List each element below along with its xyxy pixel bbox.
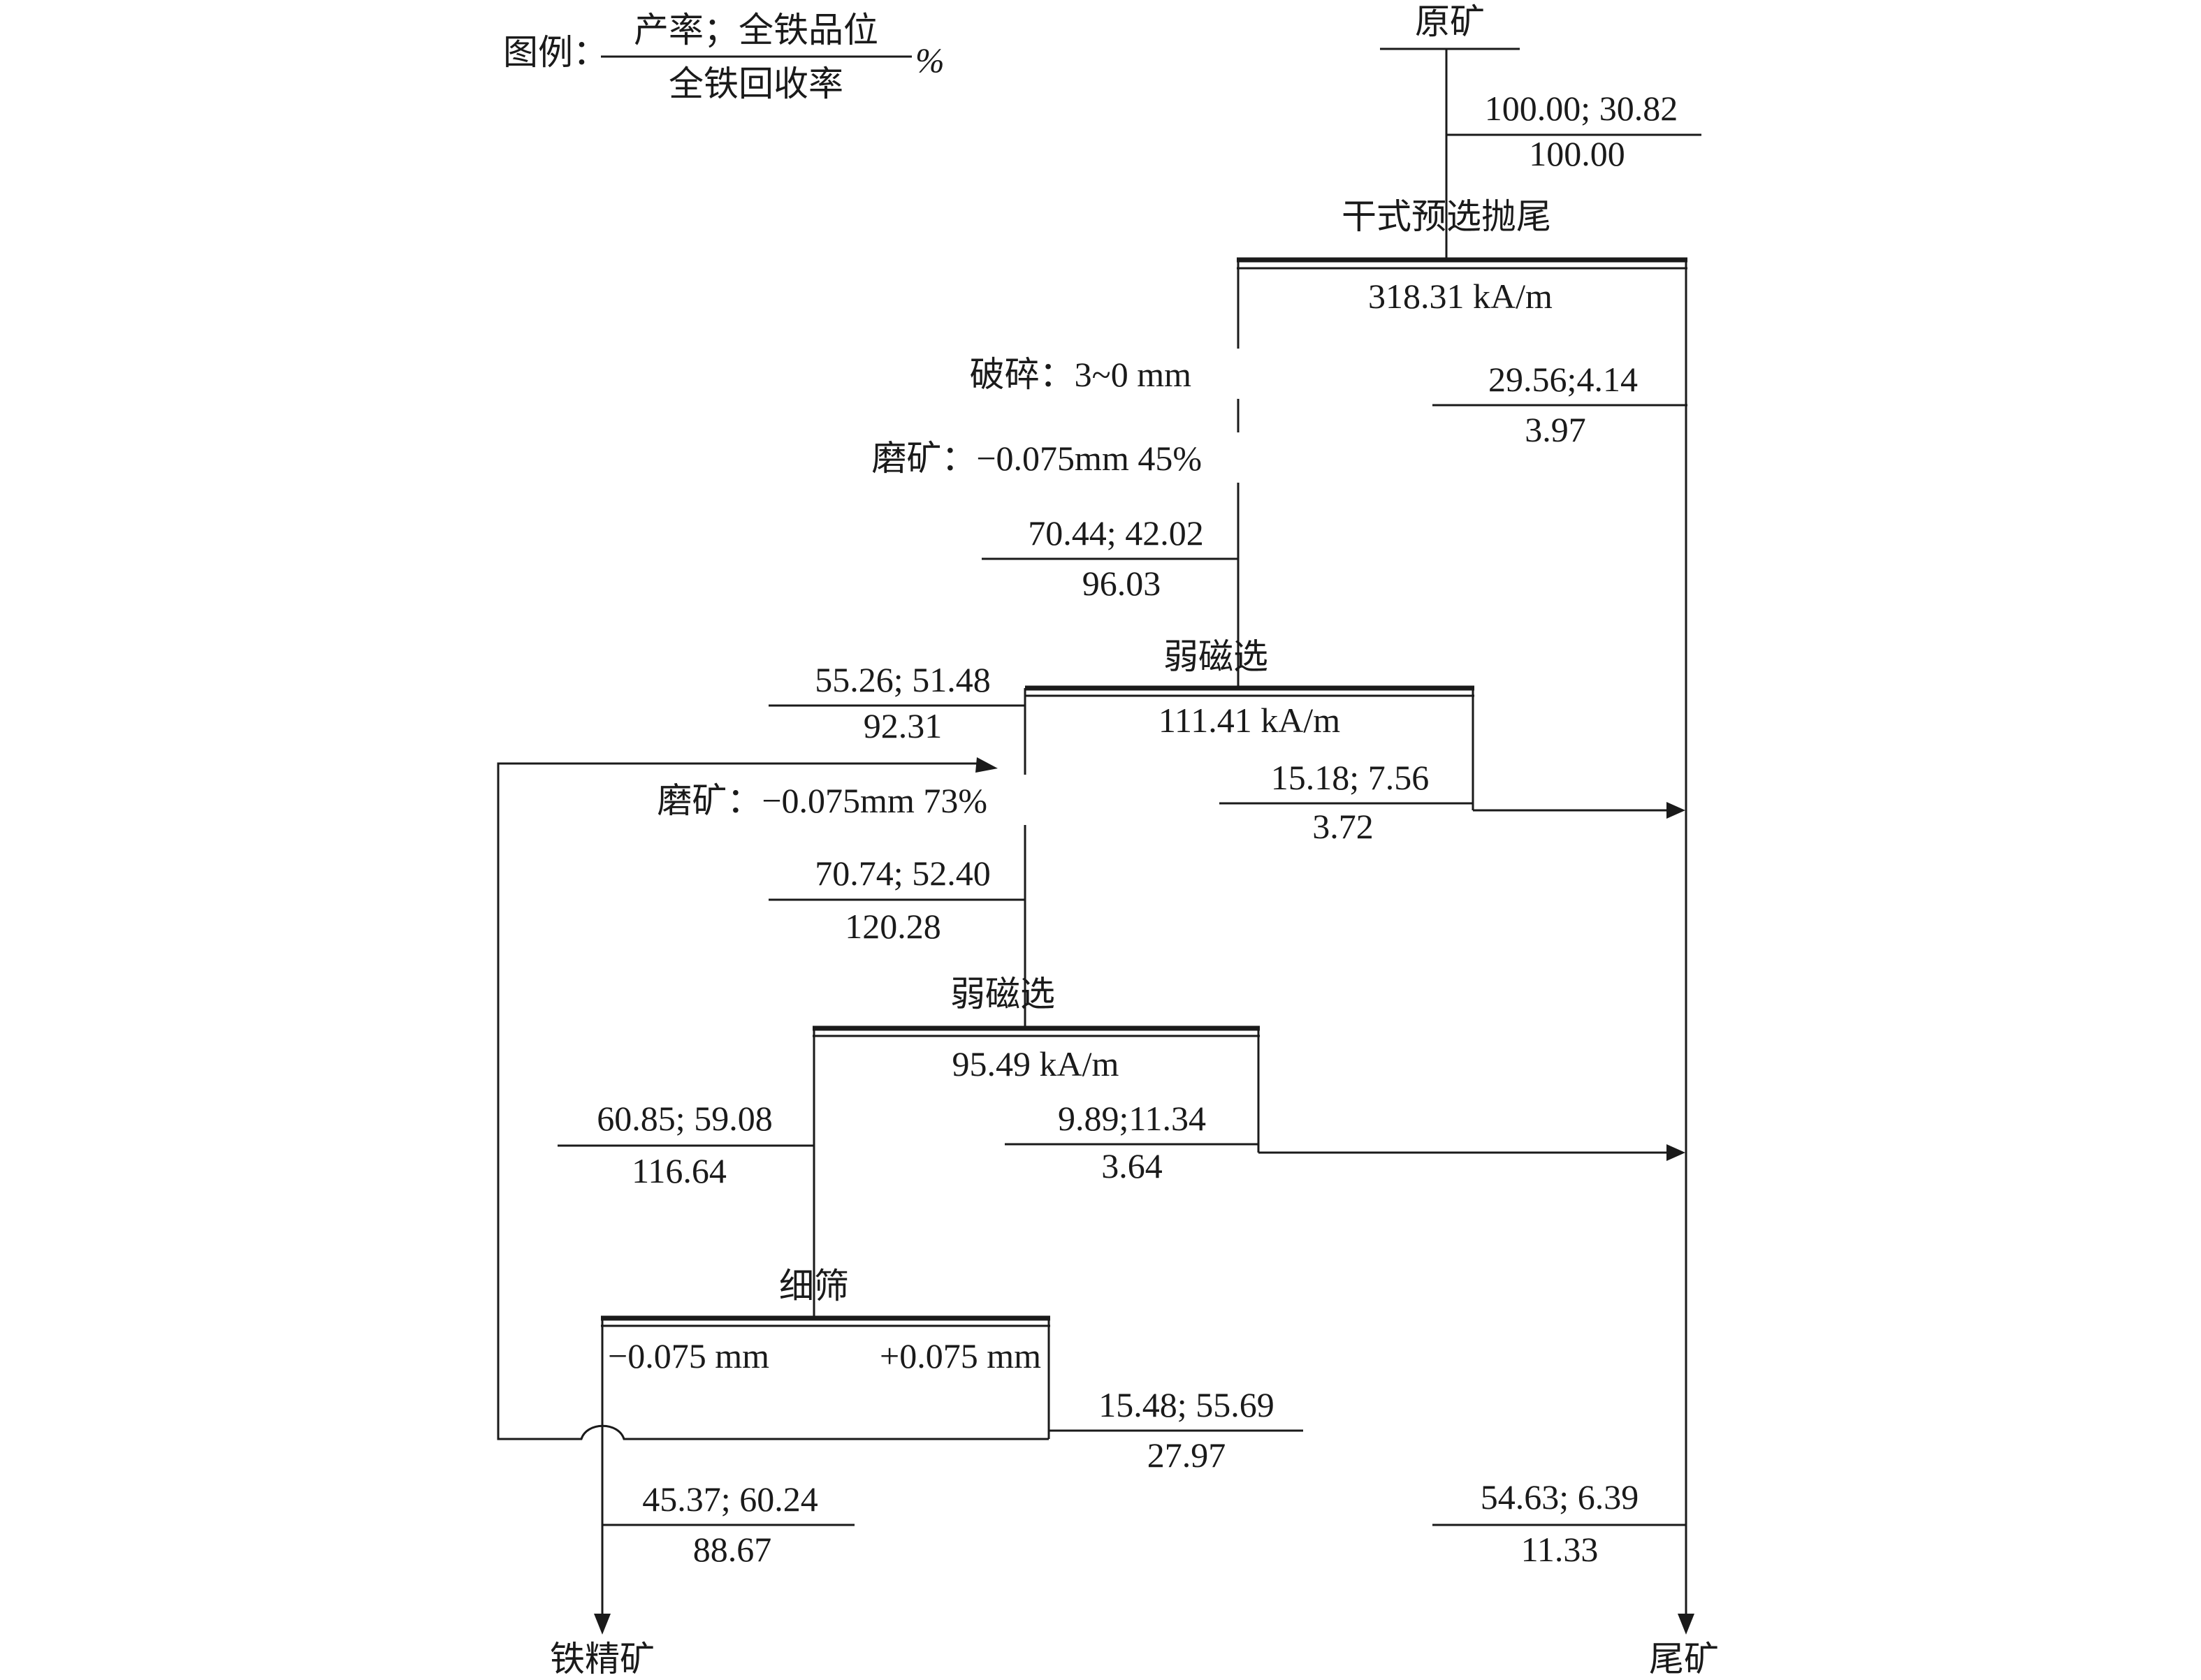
concentrate-output: 45.37; 60.24 88.67 铁精矿: [550, 1439, 855, 1679]
lims2-conc-bottom: 116.64: [632, 1151, 727, 1190]
screen-over-top: 15.48; 55.69: [1098, 1385, 1274, 1424]
recycle-arrowhead: [975, 757, 998, 773]
tailings-output: 54.63; 6.39 11.33 尾矿: [1432, 260, 1719, 1679]
concentrate-label: 铁精矿: [550, 1639, 655, 1679]
raw-ore-data-top: 100.00; 30.82: [1485, 89, 1678, 128]
tailings-data-top: 54.63; 6.39: [1481, 1477, 1639, 1517]
dry-separation-tail-bottom: 3.97: [1525, 410, 1586, 449]
grinding2-data-top: 70.74; 52.40: [815, 854, 990, 893]
tailings-arrowhead: [1678, 1614, 1694, 1635]
recycle-line: [497, 762, 1049, 1440]
lims1-label: 弱磁选: [1163, 637, 1268, 676]
grinding2-node: [1000, 775, 1050, 825]
legend-numerator: 产率；全铁品位: [634, 10, 878, 50]
lims1-tail-top: 15.18; 7.56: [1271, 758, 1429, 797]
lims2-label: 弱磁选: [950, 974, 1055, 1014]
raw-ore-label: 原矿: [1415, 2, 1485, 41]
raw-ore-data-bottom: 100.00: [1529, 134, 1625, 173]
dry-separation-tail-top: 29.56;4.14: [1488, 360, 1638, 399]
lims2-stage: 弱磁选 95.49 kA/m 9.89;11.34 3.64 60.85; 59…: [558, 974, 1685, 1318]
concentrate-data-top: 45.37; 60.24: [642, 1480, 818, 1519]
concentrate-arrowhead: [594, 1614, 611, 1635]
concentrate-data-bottom: 88.67: [693, 1530, 772, 1569]
dry-separation-stage: 干式预选抛尾 318.31 kA/m 29.56;4.14 3.97: [1237, 197, 1687, 449]
grinding1-data-top: 70.44; 42.02: [1028, 513, 1203, 553]
lims2-tail-top: 9.89;11.34: [1058, 1099, 1206, 1138]
lims2-tail-bottom: 3.64: [1101, 1146, 1163, 1185]
legend: 图例： 产率；全铁品位 全铁回收率 %: [503, 10, 945, 103]
lims1-conc-bottom: 92.31: [864, 706, 943, 745]
screen-over-label: +0.075 mm: [880, 1336, 1041, 1375]
lims2-tail-arrowhead: [1666, 1144, 1685, 1161]
crushing-node: [1213, 349, 1263, 399]
lims1-stage: 弱磁选 111.41 kA/m 15.18; 7.56 3.72 55.26; …: [769, 637, 1685, 846]
crushing-label: 破碎：3~0 mm: [970, 355, 1191, 394]
dry-separation-field: 318.31 kA/m: [1368, 277, 1553, 316]
screen-under-label: −0.075 mm: [608, 1336, 769, 1375]
dry-separation-label: 干式预选抛尾: [1342, 197, 1551, 236]
grinding2-data-bottom: 120.28: [845, 907, 941, 946]
grinding2-label: 磨矿：−0.075mm 73%: [657, 781, 987, 820]
legend-denominator: 全铁回收率: [669, 64, 843, 103]
grinding1-node: [1213, 432, 1263, 483]
lims2-conc-top: 60.85; 59.08: [597, 1099, 772, 1138]
legend-prefix: 图例：: [503, 33, 608, 72]
tailings-data-bottom: 11.33: [1521, 1530, 1599, 1569]
tailings-label: 尾矿: [1649, 1639, 1719, 1679]
grinding1-label: 磨矿：−0.075mm 45%: [871, 439, 1202, 478]
legend-unit: %: [915, 41, 945, 80]
screen-stage: 细筛 −0.075 mm +0.075 mm 15.48; 55.69 27.9…: [601, 1266, 1303, 1475]
grinding1-data-bottom: 96.03: [1082, 564, 1161, 603]
lims1-tail-bottom: 3.72: [1312, 807, 1374, 846]
screen-over-bottom: 27.97: [1147, 1436, 1226, 1475]
lims1-tail-arrowhead: [1666, 802, 1685, 819]
lims1-conc-top: 55.26; 51.48: [815, 660, 990, 699]
screen-label: 细筛: [779, 1266, 849, 1306]
raw-ore-feed: 原矿 100.00; 30.82 100.00: [1380, 2, 1701, 260]
lims1-field: 111.41 kA/m: [1158, 701, 1340, 740]
lims2-field: 95.49 kA/m: [952, 1044, 1119, 1083]
